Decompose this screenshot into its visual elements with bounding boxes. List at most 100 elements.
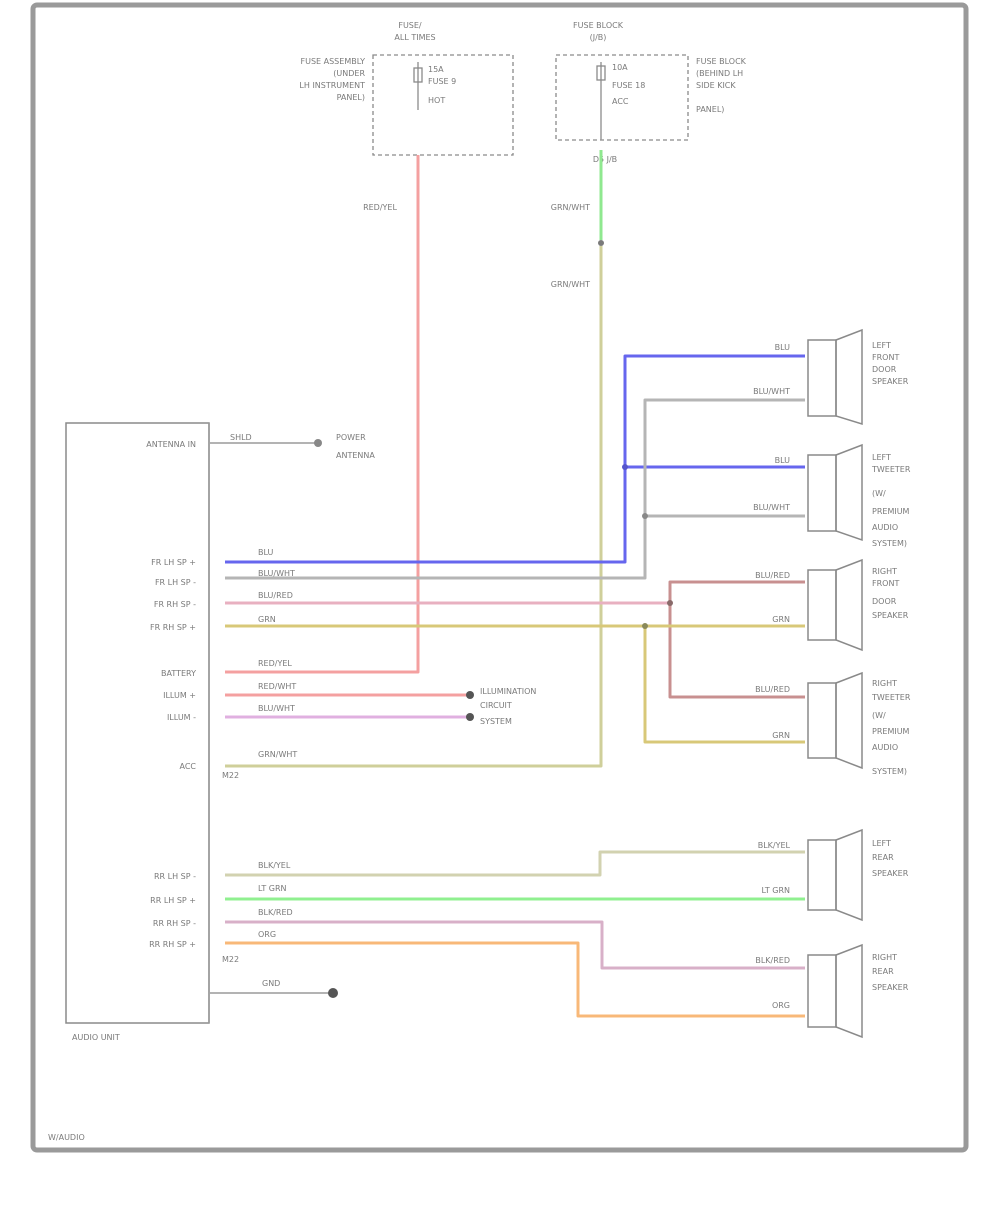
wire-lbl-ltgrn: LT GRN bbox=[258, 884, 287, 893]
speaker-left-rear: BLK/YEL LT GRN LEFT REAR SPEAKER bbox=[758, 828, 909, 922]
ground-icon bbox=[328, 988, 338, 998]
pin-battery: BATTERY bbox=[161, 669, 196, 678]
fuse2-desc-1: FUSE BLOCK bbox=[696, 57, 747, 66]
speaker-box bbox=[807, 954, 837, 1028]
spk-name-2: REAR bbox=[872, 967, 894, 976]
pin-illum-minus: ILLUM - bbox=[167, 713, 196, 722]
fuse2-symbol bbox=[596, 65, 606, 81]
wire-lbl-shld: SHLD bbox=[230, 433, 252, 442]
spk-name-3: DOOR bbox=[872, 597, 897, 606]
wire-lbl-blkred: BLK/RED bbox=[258, 908, 293, 917]
speaker-box bbox=[807, 839, 837, 911]
spk-wire-2: BLU/WHT bbox=[753, 503, 790, 512]
spk-name-3: (W/ bbox=[872, 489, 886, 498]
audio-unit: AUDIO UNIT ANTENNA IN FR LH SP + FR LH S… bbox=[65, 422, 536, 1042]
spk-name-2: FRONT bbox=[872, 579, 899, 588]
fuse-title-1: FUSE/ bbox=[398, 21, 422, 30]
spk-wire-1: BLU bbox=[775, 343, 791, 352]
spk-wire-2: LT GRN bbox=[761, 886, 790, 895]
illum-target-2: CIRCUIT bbox=[480, 701, 512, 710]
fuse2-desc-2: (BEHIND LH bbox=[696, 69, 743, 78]
speaker-cone bbox=[835, 443, 863, 542]
spk-name-2: TWEETER bbox=[871, 465, 911, 474]
audio-unit-box bbox=[65, 422, 210, 1024]
spk-name-3: SPEAKER bbox=[872, 983, 909, 992]
wire-fr-minus-a bbox=[668, 580, 805, 603]
speaker-cone bbox=[835, 671, 863, 770]
spk-wire-1: BLU/RED bbox=[755, 571, 790, 580]
connector-tag-2: M22 bbox=[222, 955, 239, 964]
fuse-symbol bbox=[413, 67, 423, 83]
speaker-left-front: BLU BLU/WHT LEFT FRONT DOOR SPEAKER bbox=[753, 328, 909, 426]
spk-wire-2: ORG bbox=[772, 1001, 790, 1010]
pin-rr-lh-minus: RR LH SP - bbox=[154, 872, 196, 881]
spk-name-1: LEFT bbox=[872, 839, 891, 848]
spk-name-3: SPEAKER bbox=[872, 869, 909, 878]
pin-rr-lh-plus: RR LH SP + bbox=[150, 896, 196, 905]
wire-lbl-grnwht: GRN/WHT bbox=[258, 750, 297, 759]
wire-lbl-bluwht: BLU/WHT bbox=[258, 569, 295, 578]
spk-name-1: RIGHT bbox=[872, 567, 897, 576]
wire-acc-tan bbox=[225, 246, 603, 768]
fuse-desc-1: FUSE ASSEMBLY bbox=[301, 57, 366, 66]
top-right-fuse: FUSE BLOCK (J/B) 10A FUSE 18 ACC FUSE BL… bbox=[551, 21, 747, 289]
fuse2-title-1: FUSE BLOCK bbox=[573, 21, 624, 30]
spk-wire-2: BLU/WHT bbox=[753, 387, 790, 396]
spk-name-5: AUDIO bbox=[872, 743, 898, 752]
pin-fr-rh-minus: FR RH SP - bbox=[154, 600, 196, 609]
fuse2-desc-3: SIDE KICK bbox=[696, 81, 736, 90]
wire-lbl-bluwht2: BLU/WHT bbox=[258, 704, 295, 713]
illum-target-1: ILLUMINATION bbox=[480, 687, 536, 696]
spk-name-2: TWEETER bbox=[871, 693, 911, 702]
diagram-frame bbox=[30, 2, 969, 1153]
spk-name-3: DOOR bbox=[872, 365, 897, 374]
spk-wire-1: BLK/RED bbox=[755, 956, 790, 965]
wire-rr-plus bbox=[225, 941, 805, 1018]
speaker-right-front: BLU/RED GRN RIGHT FRONT DOOR SPEAKER bbox=[755, 558, 909, 652]
wire-fr-minus-b bbox=[668, 603, 805, 699]
speaker-box bbox=[807, 682, 837, 759]
spk-wire-2: GRN bbox=[772, 731, 790, 740]
fuse2-title-2: (J/B) bbox=[590, 33, 607, 42]
fuse2-inner-1: 10A bbox=[612, 63, 628, 72]
spk-name-4: PREMIUM bbox=[872, 507, 910, 516]
spk-name-1: LEFT bbox=[872, 453, 891, 462]
spk-name-4: PREMIUM bbox=[872, 727, 910, 736]
wire-label-grnwht-top: GRN/WHT bbox=[551, 203, 590, 212]
speaker-cone bbox=[835, 328, 863, 426]
speaker-box bbox=[807, 454, 837, 532]
spk-wire-1: BLK/YEL bbox=[758, 841, 791, 850]
fuse2-inner-3: ACC bbox=[612, 97, 629, 106]
spk-name-4: SPEAKER bbox=[872, 611, 909, 620]
fuse-box-right bbox=[555, 54, 689, 141]
fuse-inner-1: 15A bbox=[428, 65, 444, 74]
fuse2-desc-4: PANEL) bbox=[696, 105, 724, 114]
wire-lbl-blured: BLU/RED bbox=[258, 591, 293, 600]
pin-rr-rh-minus: RR RH SP - bbox=[153, 919, 196, 928]
pin-fr-lh-plus: FR LH SP + bbox=[151, 558, 196, 567]
spk-name-3: (W/ bbox=[872, 711, 886, 720]
diagram-id: W/AUDIO bbox=[48, 1133, 85, 1142]
pin-illum-plus: ILLUM + bbox=[163, 691, 196, 700]
fuse2-inner-2: FUSE 18 bbox=[612, 81, 645, 90]
spk-name-1: LEFT bbox=[872, 341, 891, 350]
speaker-right-tweeter: BLU/RED GRN RIGHT TWEETER (W/ PREMIUM AU… bbox=[755, 671, 911, 776]
spk-wire-2: GRN bbox=[772, 615, 790, 624]
ground-label: GND bbox=[262, 979, 280, 988]
wire-lbl-blu: BLU bbox=[258, 548, 274, 557]
spk-name-4: SPEAKER bbox=[872, 377, 909, 386]
speaker-right-rear: BLK/RED ORG RIGHT REAR SPEAKER bbox=[755, 943, 909, 1039]
antenna-target-1: POWER bbox=[336, 433, 366, 442]
connector-tag-1: M22 bbox=[222, 771, 239, 780]
speaker-box bbox=[807, 339, 837, 417]
audio-unit-name: AUDIO UNIT bbox=[72, 1033, 120, 1042]
wire-lbl-blkyel: BLK/YEL bbox=[258, 861, 291, 870]
fuse-title-2: ALL TIMES bbox=[394, 33, 435, 42]
fuse-desc-2: (UNDER bbox=[333, 69, 365, 78]
spk-name-1: RIGHT bbox=[872, 679, 897, 688]
wire-rl-minus bbox=[225, 850, 805, 877]
splice-dot bbox=[598, 240, 604, 246]
spk-name-6: SYSTEM) bbox=[872, 539, 907, 548]
wire-fl-plus bbox=[225, 354, 805, 564]
fuse-desc-4: PANEL) bbox=[337, 93, 365, 102]
